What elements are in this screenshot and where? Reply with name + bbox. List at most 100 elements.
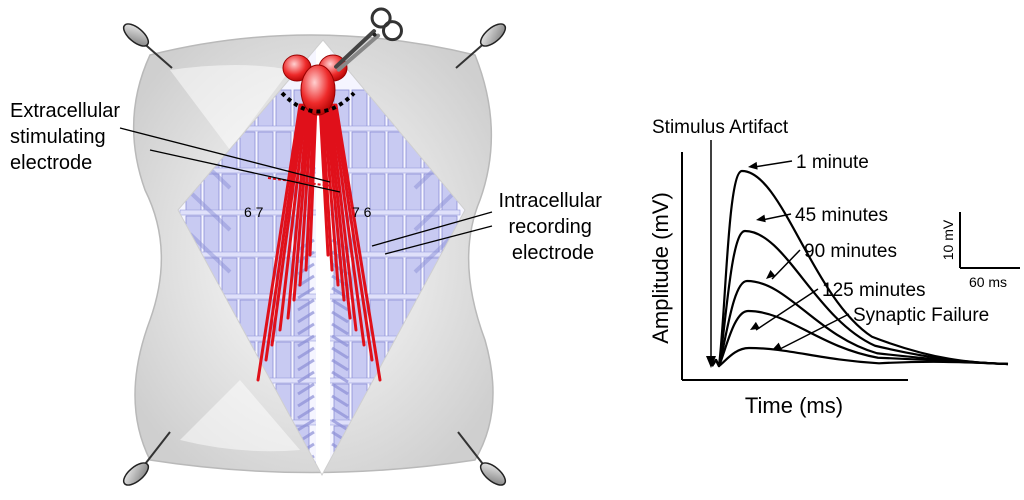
- oblique-muscle: [331, 346, 349, 360]
- muscle-fiber: [351, 131, 368, 171]
- pin-icon: [122, 431, 171, 486]
- epsp-trace: [711, 169, 1009, 368]
- trace-label: Synaptic Failure: [853, 305, 989, 326]
- scale-bar-x-label: 60 ms: [969, 274, 1007, 290]
- muscle-fiber: [351, 89, 368, 129]
- trace-arrowhead: [750, 321, 760, 330]
- oblique-muscle: [297, 286, 315, 300]
- trace-label: 1 minute: [796, 152, 869, 173]
- muscle-fiber: [185, 467, 202, 475]
- muscle-fiber: [387, 131, 404, 171]
- oblique-muscle: [297, 334, 315, 348]
- trace-arrowhead: [772, 342, 782, 350]
- muscle-number-right: 7 6: [352, 204, 372, 220]
- muscle-fiber: [221, 467, 238, 475]
- oblique-muscle: [331, 322, 349, 336]
- muscle-fiber: [257, 215, 274, 255]
- muscle-fiber: [387, 173, 404, 213]
- oblique-muscle: [331, 334, 349, 348]
- stimulus-artifact-label: Stimulus Artifact: [652, 117, 789, 138]
- nerve: [304, 103, 316, 272]
- muscle-fiber: [239, 131, 256, 171]
- muscle-fiber: [275, 131, 292, 171]
- oblique-muscle: [297, 370, 315, 384]
- oblique-muscle: [331, 418, 349, 432]
- muscle-number-left: 6 7: [244, 204, 264, 220]
- trace-label: 90 minutes: [804, 241, 897, 262]
- muscle-fiber: [239, 467, 256, 475]
- epsp-chart: Stimulus Artifact Amplitude (mV) Time (m…: [648, 117, 1020, 418]
- trace-arrow: [761, 213, 792, 221]
- nerve: [328, 103, 358, 332]
- oblique-muscle: [297, 346, 315, 360]
- muscle-fiber: [405, 257, 422, 297]
- muscle-fiber: [405, 467, 422, 475]
- nerve: [264, 103, 304, 362]
- nerve: [286, 103, 310, 320]
- epsp-traces: [711, 169, 1009, 368]
- nerve: [330, 103, 366, 347]
- trace-labels: 1 minute 45 minutes 90 minutes 125 minutesS…: [748, 152, 989, 351]
- muscle-fiber: [369, 215, 386, 255]
- muscle-fiber: [423, 467, 440, 475]
- pin-icon: [455, 23, 507, 69]
- lateral-muscle: [188, 232, 232, 274]
- muscle-fiber: [441, 467, 458, 475]
- x-axis-label: Time (ms): [745, 393, 843, 418]
- muscle-fiber: [203, 467, 220, 475]
- oblique-muscle: [331, 358, 349, 372]
- oblique-muscle: [297, 418, 315, 432]
- oblique-muscle: [331, 310, 349, 324]
- muscle-fiber: [257, 467, 274, 475]
- brain-cns: [282, 54, 348, 116]
- lateral-muscle: [413, 190, 457, 232]
- pin-icon: [457, 431, 507, 486]
- recording-electrode-label: Intracellular recording electrode: [499, 190, 608, 264]
- nerve: [332, 103, 374, 362]
- muscle-fiber: [275, 341, 292, 381]
- nerve: [334, 103, 382, 382]
- oblique-muscle: [297, 322, 315, 336]
- pinned-larva-preparation: 6 7 7 6 Extracellular stimulating electr…: [10, 7, 608, 486]
- muscle-fiber: [369, 173, 386, 213]
- stimulated-nerve: [267, 177, 333, 187]
- nerve: [298, 103, 314, 287]
- muscle-fiber: [351, 467, 368, 475]
- oblique-muscle: [331, 406, 349, 420]
- nerve: [324, 103, 346, 302]
- muscle-fiber: [293, 341, 310, 381]
- muscle-fiber: [239, 257, 256, 297]
- nerve: [270, 103, 306, 347]
- oblique-muscle: [331, 382, 349, 396]
- oblique-muscle: [331, 370, 349, 384]
- nerve: [292, 103, 312, 302]
- muscle-fiber: [369, 257, 386, 297]
- muscle-fiber: [369, 131, 386, 171]
- pin-icon: [122, 23, 173, 69]
- trace-label: 125 minutes: [822, 280, 926, 301]
- epsp-trace: [711, 346, 1009, 368]
- oblique-muscle: [331, 286, 349, 300]
- nerve: [256, 103, 302, 382]
- segmental-nerves: [256, 103, 382, 382]
- trace-arrowhead: [766, 270, 776, 279]
- muscle-fiber: [387, 257, 404, 297]
- nerve: [278, 103, 308, 332]
- trace-label: 45 minutes: [795, 205, 888, 226]
- trace-arrow: [755, 288, 819, 331]
- oblique-muscle: [297, 382, 315, 396]
- scissors-icon: [334, 7, 403, 72]
- muscle-fiber: [221, 257, 238, 297]
- muscle-fiber: [369, 467, 386, 475]
- epsp-trace: [711, 229, 1009, 368]
- oblique-muscle: [297, 298, 315, 312]
- oblique-muscle: [331, 298, 349, 312]
- lateral-muscle: [188, 190, 232, 232]
- muscle-fiber: [239, 215, 256, 255]
- trace-arrowhead: [756, 214, 766, 223]
- muscle-fiber: [387, 467, 404, 475]
- muscle-fiber: [221, 173, 238, 213]
- trace-arrow: [771, 249, 801, 280]
- muscle-fiber: [221, 215, 238, 255]
